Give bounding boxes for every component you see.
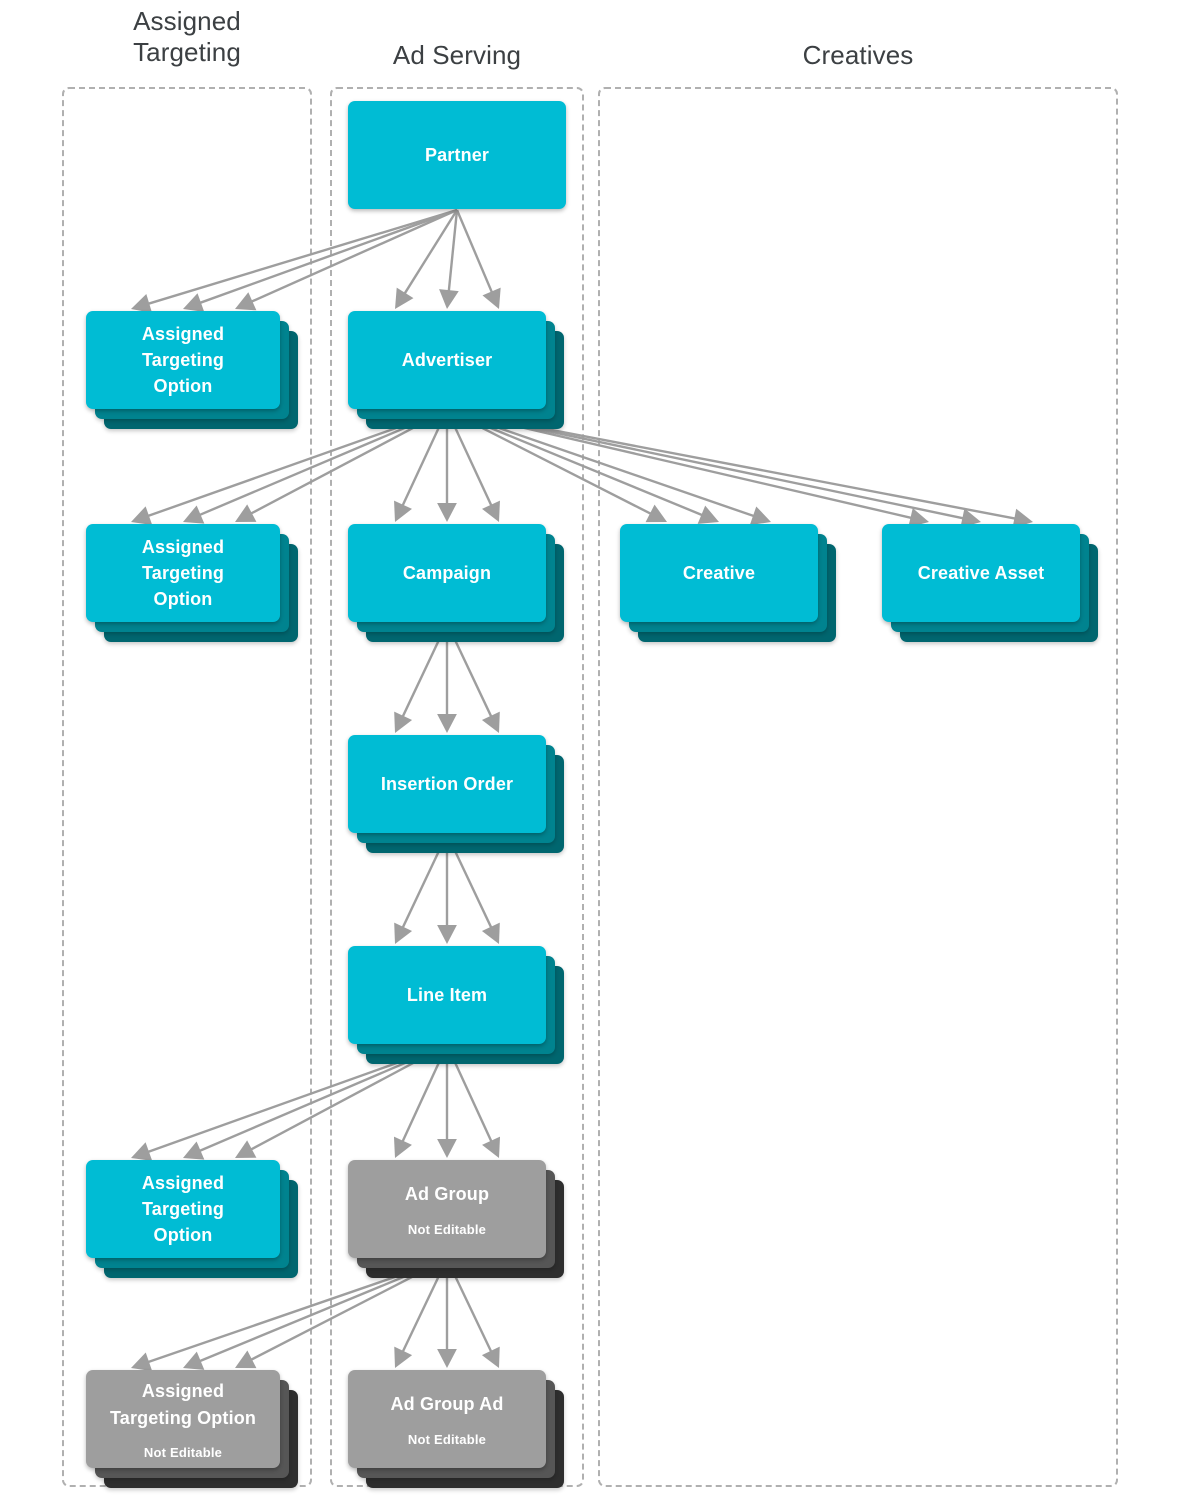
node-title: Campaign bbox=[402, 562, 492, 583]
node-card[interactable]: Line Item bbox=[348, 946, 546, 1044]
node-card[interactable]: Assigned Targeting Option bbox=[86, 1160, 280, 1258]
node-card[interactable]: Creative bbox=[620, 524, 818, 622]
node-insertion-order[interactable]: Insertion Order bbox=[348, 735, 566, 855]
node-creative[interactable]: Creative bbox=[620, 524, 838, 644]
node-title: Partner bbox=[424, 144, 490, 165]
column-header-assigned-targeting: Assigned Targeting bbox=[133, 6, 241, 67]
node-card[interactable]: Ad Group Ad Not Editable bbox=[348, 1370, 546, 1468]
node-card[interactable]: Assigned Targeting Option bbox=[86, 311, 280, 409]
node-title: Creative bbox=[682, 562, 756, 583]
node-title: Ad Group Ad bbox=[390, 1394, 504, 1415]
node-title: Assigned Targeting Option bbox=[141, 1172, 225, 1246]
node-partner[interactable]: Partner bbox=[348, 101, 586, 231]
column-header-creatives: Creatives bbox=[802, 40, 914, 70]
node-assigned-targeting-option-advertiser[interactable]: Assigned Targeting Option bbox=[86, 524, 300, 644]
node-assigned-targeting-option-lineitem[interactable]: Assigned Targeting Option bbox=[86, 1160, 300, 1280]
node-title: Insertion Order bbox=[380, 773, 514, 794]
node-campaign[interactable]: Campaign bbox=[348, 524, 566, 644]
node-title: Assigned Targeting Option bbox=[141, 536, 225, 610]
node-advertiser[interactable]: Advertiser bbox=[348, 311, 566, 431]
node-subtitle: Not Editable bbox=[143, 1444, 223, 1460]
node-line-item[interactable]: Line Item bbox=[348, 946, 566, 1066]
column-container-creatives bbox=[598, 87, 1118, 1487]
node-card[interactable]: Assigned Targeting Option bbox=[86, 524, 280, 622]
node-card[interactable]: Advertiser bbox=[348, 311, 546, 409]
node-title: Line Item bbox=[406, 984, 488, 1005]
node-title: Assigned Targeting Option bbox=[141, 323, 225, 397]
node-card[interactable]: Partner bbox=[348, 101, 566, 209]
node-subtitle: Not Editable bbox=[407, 1221, 487, 1237]
node-ad-group-ad[interactable]: Ad Group Ad Not Editable bbox=[348, 1370, 566, 1490]
node-title: Assigned Targeting Option bbox=[109, 1381, 257, 1428]
node-title: Ad Group bbox=[404, 1184, 490, 1205]
node-title: Creative Asset bbox=[917, 562, 1045, 583]
node-title: Advertiser bbox=[401, 349, 493, 370]
node-card[interactable]: Insertion Order bbox=[348, 735, 546, 833]
node-card[interactable]: Campaign bbox=[348, 524, 546, 622]
node-assigned-targeting-option-partner[interactable]: Assigned Targeting Option bbox=[86, 311, 300, 431]
node-subtitle: Not Editable bbox=[407, 1431, 487, 1447]
node-card[interactable]: Creative Asset bbox=[882, 524, 1080, 622]
node-creative-asset[interactable]: Creative Asset bbox=[882, 524, 1100, 644]
column-header-ad-serving: Ad Serving bbox=[392, 40, 522, 70]
